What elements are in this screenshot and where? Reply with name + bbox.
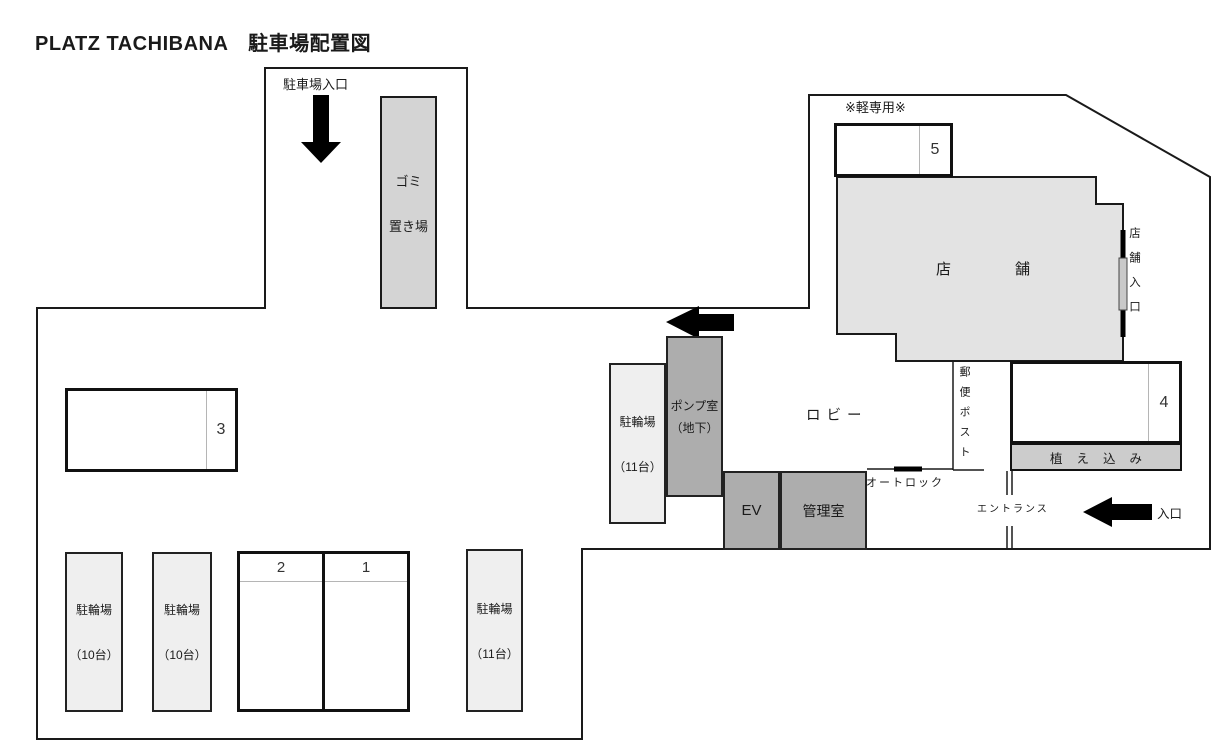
bicycle-label: 駐輪場	[163, 603, 200, 617]
planting-label: 植え込み	[1049, 451, 1156, 466]
space-number: 3	[206, 391, 235, 469]
entrance-label: 入口	[1157, 507, 1183, 521]
store-label: 店舗	[936, 261, 1095, 278]
bicycle-area-left-2: 駐輪場 （10台）	[152, 552, 212, 712]
manager-room: 管理室	[780, 471, 867, 550]
bicycle-label: 駐輪場	[476, 601, 513, 616]
bicycle-area-left-1: 駐輪場 （10台）	[65, 552, 123, 712]
elevator: EV	[723, 471, 780, 550]
parking-space-1: 1	[325, 554, 407, 709]
site-outline	[36, 67, 1211, 740]
garbage-area: ゴミ 置き場	[380, 96, 437, 309]
bicycle-area-right: 駐輪場 （11台）	[466, 549, 523, 712]
bicycle-capacity: （10台）	[157, 648, 207, 662]
down-arrow-icon	[301, 95, 341, 163]
store-door-icon	[1118, 257, 1128, 311]
store-entrance-label: 店舗入口	[1128, 227, 1140, 325]
lobby-label: ロビー	[806, 408, 868, 424]
pump-room-label-line1: ポンプ室	[670, 399, 719, 413]
space-number: 2	[240, 554, 322, 582]
space-number: 4	[1148, 364, 1179, 441]
planting-strip: 植え込み	[1010, 443, 1182, 471]
space-number: 1	[325, 554, 407, 582]
kei-only-note: ※軽専用※	[845, 100, 906, 115]
bicycle-label: 駐輪場	[75, 603, 112, 617]
bicycle-area-center: 駐輪場 （11台）	[609, 363, 666, 524]
garbage-label-line1: ゴミ	[395, 173, 422, 189]
mail-post-label: 郵便ポスト	[958, 366, 970, 466]
left-arrow-icon	[666, 306, 734, 339]
auto-lock-label: オートロック	[866, 477, 944, 489]
parking-entrance-label: 駐車場入口	[283, 77, 349, 92]
pump-room: ポンプ室 （地下）	[666, 336, 723, 497]
parking-space-2-1: 2 1	[237, 551, 410, 712]
space-number: 5	[919, 126, 950, 174]
pump-room-label-line2: （地下）	[670, 421, 719, 435]
garbage-label-line2: 置き場	[388, 218, 428, 234]
bicycle-capacity: （11台）	[613, 459, 662, 474]
entrance-path-label: エントランス	[977, 504, 1049, 515]
entrance-arrow-icon	[1083, 497, 1152, 527]
parking-space-3: 3	[65, 388, 238, 472]
bicycle-capacity: （11台）	[470, 646, 519, 661]
parking-space-4: 4	[1010, 361, 1182, 444]
elevator-label: EV	[741, 502, 762, 519]
bicycle-label: 駐輪場	[619, 414, 656, 429]
parking-space-2: 2	[240, 554, 325, 709]
page-title: PLATZ TACHIBANA 駐車場配置図	[35, 33, 372, 55]
bicycle-capacity: （10台）	[69, 648, 119, 662]
manager-room-label: 管理室	[802, 502, 845, 519]
parking-space-5: 5	[834, 123, 953, 177]
